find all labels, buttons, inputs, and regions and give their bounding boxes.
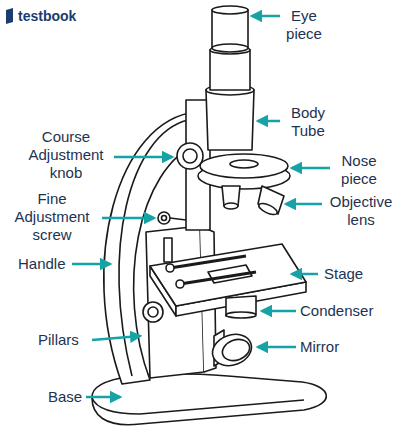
leader-line (292, 167, 330, 170)
objective-tip (257, 201, 279, 217)
leader-line (92, 336, 140, 340)
nose-piece (200, 154, 288, 178)
part-label: Mirror (300, 338, 380, 356)
eyepiece-rim (212, 44, 248, 52)
nose-piece-hub (230, 160, 258, 168)
leader-line (258, 346, 296, 349)
stage-clip (170, 256, 246, 268)
leader-line (114, 156, 172, 159)
condenser-bottom (226, 312, 256, 318)
pillar-screw (143, 302, 163, 322)
coarse-knob (177, 143, 203, 169)
eyepiece (212, 10, 248, 48)
body-tube (206, 90, 254, 150)
logo-icon (6, 8, 13, 24)
base-edge (92, 398, 304, 414)
leader-lines (72, 16, 330, 397)
draw-tube (210, 50, 250, 90)
part-label: Eye piece (281, 7, 327, 43)
leader-line (72, 263, 110, 266)
leader-line (252, 15, 280, 18)
stage-post (164, 238, 172, 262)
leader-line (102, 217, 154, 220)
part-label: Base (48, 388, 88, 406)
part-label: Fine Adjustment screw (6, 190, 98, 244)
coarse-knob-inner (183, 149, 197, 163)
brand-name: testbook (18, 7, 98, 25)
eyepiece-top (212, 6, 248, 14)
part-label: Stage (324, 265, 384, 283)
objective-tip-2 (224, 203, 238, 209)
part-label: Body Tube (284, 104, 332, 140)
pillar-screw-inner (148, 307, 158, 317)
stage (150, 244, 306, 306)
leader-line (86, 396, 120, 399)
clip-screw-2 (176, 280, 184, 288)
fine-knob-inner (162, 216, 167, 221)
clip-screw (166, 264, 174, 272)
part-label: Nose piece (332, 152, 386, 188)
part-label: Handle (18, 255, 78, 273)
drawing-part (6, 8, 13, 24)
part-label: Pillars (38, 331, 98, 349)
mirror-face (219, 336, 252, 364)
fine-knob-stem (170, 218, 186, 220)
stage-clip-2 (180, 272, 256, 284)
part-label: Condenser (300, 302, 396, 320)
leader-line (286, 203, 322, 206)
microscope (92, 6, 326, 425)
part-label: Course Adjustment knob (20, 128, 112, 182)
leader-line (292, 273, 318, 276)
leader-line (258, 120, 280, 123)
part-label: Objective lens (324, 193, 398, 229)
mirror (208, 329, 256, 371)
fine-knob (158, 212, 170, 224)
leader-line (262, 310, 296, 313)
